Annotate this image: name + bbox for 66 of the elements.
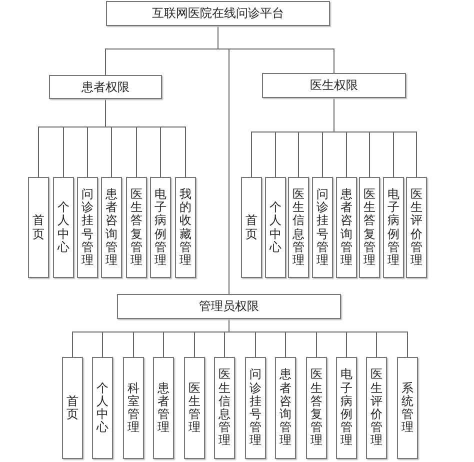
category-box [153,357,174,459]
category-box [117,294,341,319]
node-label: 患者权限 [82,78,130,96]
category-box [306,357,327,459]
node-label: 医生权限 [310,77,358,94]
node-label: 首页 [66,394,78,422]
node-label: 管理员权限 [199,298,259,315]
node-label: 医生评价管理 [410,188,422,268]
category-box [275,357,296,459]
category-box [265,177,286,278]
node-label: 医生答复管理 [310,368,322,448]
category-box [241,177,262,278]
node-label: 首页 [246,214,258,241]
category-box [175,177,196,278]
connector-line [228,318,408,358]
category-box [62,357,83,459]
node-label: 患者咨询管理 [340,188,352,268]
category-box [77,177,98,278]
category-box [366,357,387,459]
category-box [245,357,266,459]
node-label: 个人中心 [270,201,282,254]
node-label: 互联网医院在线问诊平台 [152,5,284,22]
node-label: 医生答复管理 [130,188,142,268]
category-box [359,177,380,278]
node-label: 电子病例管理 [154,188,166,268]
connector-line [218,26,230,294]
category-box [312,177,333,278]
node-label: 首页 [32,214,44,241]
node-label: 医生评价管理 [370,368,382,448]
category-box [262,73,406,98]
category-box [406,177,427,278]
category-box [28,177,49,278]
node-label: 问诊挂号管理 [82,188,94,268]
node-label: 电子病例管理 [340,368,352,448]
node-label: 系统管理 [402,382,414,434]
node-label: 患者咨询管理 [280,368,292,448]
category-box [336,177,357,278]
category-box [383,177,404,278]
connector-line [105,98,186,178]
category-box [288,177,309,278]
category-box [184,357,205,459]
node-label: 科室管理 [128,382,140,434]
node-label: 医生答复管理 [364,188,376,268]
category-box [123,357,144,459]
category-box [49,75,162,99]
category-box [397,357,418,459]
node-label: 患者管理 [158,382,170,434]
node-label: 个人中心 [58,201,70,254]
node-label: 医生信息管理 [292,188,304,268]
category-box [106,1,330,26]
category-box [336,357,357,459]
node-label: 问诊挂号管理 [250,368,262,448]
category-box [101,177,122,278]
node-label: 患者咨询管理 [106,188,118,268]
category-box [92,357,113,459]
category-box [126,177,147,278]
category-box [150,177,171,278]
category-box [214,357,235,459]
node-label: 电子病例管理 [388,188,400,268]
category-box [53,177,74,278]
connector-line [334,98,417,178]
node-label: 个人中心 [96,382,108,434]
node-label: 我的收藏管理 [180,188,192,268]
node-label: 医生信息管理 [218,368,230,448]
node-label: 问诊挂号管理 [316,188,328,268]
node-label: 医生管理 [188,382,200,434]
